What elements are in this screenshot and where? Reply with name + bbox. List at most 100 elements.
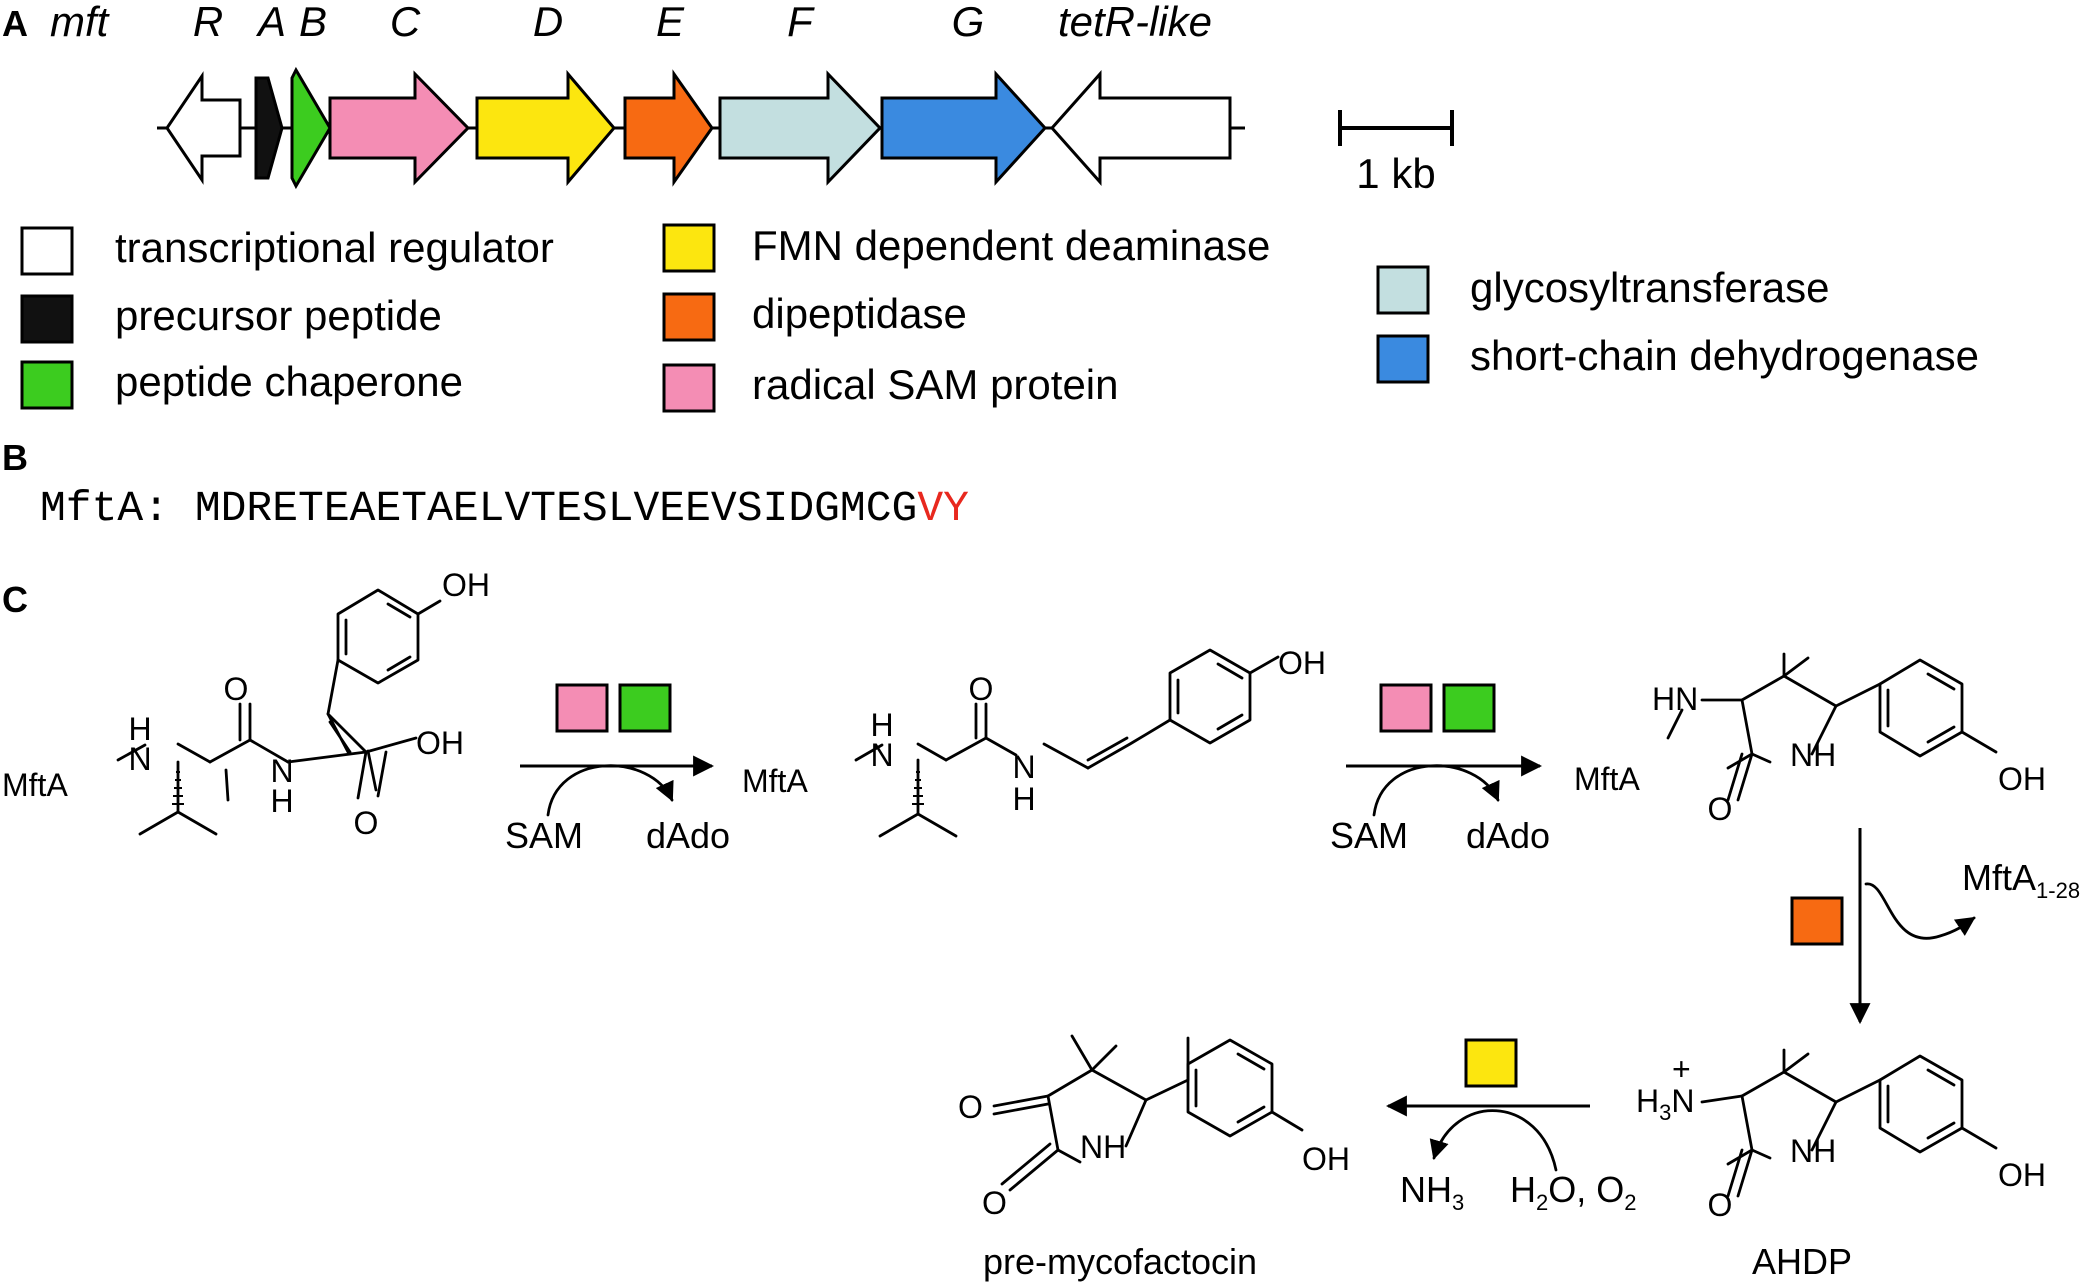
hashed-wedge-val	[172, 771, 184, 805]
panel-c: C OH OH	[2, 567, 2080, 1282]
gene-label-tetr: tetR-like	[1058, 0, 1212, 45]
legend-label: transcriptional regulator	[115, 224, 554, 271]
molecule-mfta-val-tyr: OH OH O O N H H N MftA	[2, 567, 490, 841]
molecule-mfta-val-vinylphenol: OH O N H H N MftA	[742, 645, 1326, 838]
scale-bar-label: 1 kb	[1356, 150, 1435, 197]
gene-arrow-d	[475, 69, 616, 187]
reaction-arrow-4: NH3 H2O, O2	[1385, 1038, 1637, 1215]
legend: transcriptional regulator precursor pept…	[20, 222, 1979, 413]
enzyme-swatch-c	[555, 683, 609, 733]
legend-swatch	[1376, 334, 1430, 384]
atom-hn: HN	[1652, 681, 1698, 717]
panel-c-label: C	[2, 579, 28, 620]
legend-item: peptide chaperone	[20, 358, 463, 410]
gene-label-c: C	[390, 0, 421, 45]
atom-h: H	[270, 783, 293, 819]
atom-o: O	[1708, 791, 1733, 827]
cosubstrate-sam: SAM	[1330, 815, 1408, 856]
atom-n: N	[270, 753, 293, 789]
gene-arrow-tetr	[1049, 70, 1232, 186]
reaction-arrow-2: SAM dAdo	[1330, 683, 1550, 856]
gene-label-b: B	[299, 0, 327, 45]
hashed-wedge-val	[912, 771, 924, 805]
gene-label-f: F	[787, 0, 815, 45]
atom-plus: +	[1672, 1051, 1691, 1087]
enzyme-swatch-b	[1442, 683, 1496, 733]
legend-swatch	[662, 292, 716, 342]
atom-o: O	[969, 671, 994, 707]
precursor-sequence: MftA: MDRETEAETAELVTESLVEEVSIDGMCGVY	[40, 484, 969, 533]
reaction-arrow-1: SAM dAdo	[505, 683, 730, 856]
atom-oh: OH	[1302, 1141, 1350, 1177]
byproduct-nh3: NH3	[1400, 1169, 1464, 1215]
legend-label: precursor peptide	[115, 292, 442, 339]
legend-item: FMN dependent deaminase	[662, 222, 1270, 273]
legend-item: dipeptidase	[662, 290, 967, 342]
byproduct-mfta-1-28: MftA1-28	[1962, 857, 2080, 903]
legend-label: FMN dependent deaminase	[752, 222, 1270, 269]
legend-swatch	[662, 363, 716, 413]
legend-item: glycosyltransferase	[1376, 264, 1829, 315]
gene-arrow-e	[623, 69, 714, 187]
enzyme-swatch-b	[618, 683, 672, 733]
molecule-mfta-lactam: HN NH O OH MftA	[1574, 652, 2046, 827]
byproduct-dado: dAdo	[1466, 815, 1550, 856]
molecule-pre-mycofactocin: O O NH OH pre-mycofactocin	[958, 1034, 1350, 1282]
atom-mfta: MftA	[2, 767, 68, 803]
atom-n: N	[128, 741, 151, 777]
legend-swatch	[20, 226, 74, 276]
atom-mfta: MftA	[742, 763, 808, 799]
atom-nh: NH	[1790, 737, 1836, 773]
gene-label-r: R	[193, 0, 223, 45]
atom-nh: NH	[1080, 1129, 1126, 1165]
gene-arrow-g	[880, 70, 1048, 186]
legend-swatch	[1376, 265, 1430, 315]
molecule-ahdp: H3N + NH O OH AHDP	[1636, 1048, 2046, 1282]
legend-swatch	[20, 360, 74, 410]
cosubstrates-h2o-o2: H2O, O2	[1510, 1169, 1637, 1215]
sequence-body: MDRETEAETAELVTESLVEEVSIDGMCG	[195, 484, 918, 533]
gene-arrow-f	[718, 70, 883, 186]
atom-h: H	[128, 711, 151, 747]
legend-label: radical SAM protein	[752, 361, 1119, 408]
atom-h: H	[1012, 781, 1035, 817]
enzyme-swatch-d	[1464, 1038, 1518, 1088]
legend-label: dipeptidase	[752, 290, 967, 337]
atom-oh: OH	[442, 567, 490, 603]
atom-mfta: MftA	[1574, 761, 1640, 797]
legend-item: short-chain dehydrogenase	[1376, 332, 1979, 384]
legend-label: peptide chaperone	[115, 358, 463, 405]
gene-label-g: G	[952, 0, 985, 45]
atom-oh: OH	[1278, 645, 1326, 681]
legend-item: precursor peptide	[20, 292, 442, 344]
atom-o: O	[354, 805, 379, 841]
sequence-prefix: MftA:	[40, 484, 195, 533]
atom-o: O	[958, 1089, 983, 1125]
panel-b: B MftA: MDRETEAETAELVTESLVEEVSIDGMCGVY	[2, 437, 969, 533]
sequence-highlight: VY	[917, 484, 969, 533]
gene-label-a: A	[255, 0, 286, 45]
gene-label-e: E	[656, 0, 685, 45]
cosubstrate-sam: SAM	[505, 815, 583, 856]
atom-oh: OH	[416, 725, 464, 761]
compound-label-pre-mycofactocin: pre-mycofactocin	[983, 1241, 1257, 1282]
scale-bar: 1 kb	[1338, 110, 1454, 197]
reaction-arrow-3: MftA1-28	[1790, 828, 2080, 1025]
gene-arrow-b	[290, 66, 332, 190]
legend-swatch	[20, 294, 74, 344]
byproduct-dado: dAdo	[646, 815, 730, 856]
gene-arrow-a	[254, 76, 284, 180]
atom-n: N	[1012, 749, 1035, 785]
legend-label: glycosyltransferase	[1470, 264, 1829, 311]
enzyme-swatch-c	[1379, 683, 1433, 733]
panel-b-label: B	[2, 437, 28, 478]
atom-o: O	[224, 671, 249, 707]
panel-a: A mft R A B C D E F G tetR-like 1 kb	[2, 0, 1979, 413]
panel-a-label: A	[2, 3, 28, 44]
legend-item: transcriptional regulator	[20, 224, 554, 276]
compound-label-ahdp: AHDP	[1752, 1241, 1852, 1282]
atom-nh: NH	[1790, 1133, 1836, 1169]
atom-oh: OH	[1998, 1157, 2046, 1193]
gene-label-d: D	[533, 0, 563, 45]
cluster-name: mft	[50, 0, 111, 45]
